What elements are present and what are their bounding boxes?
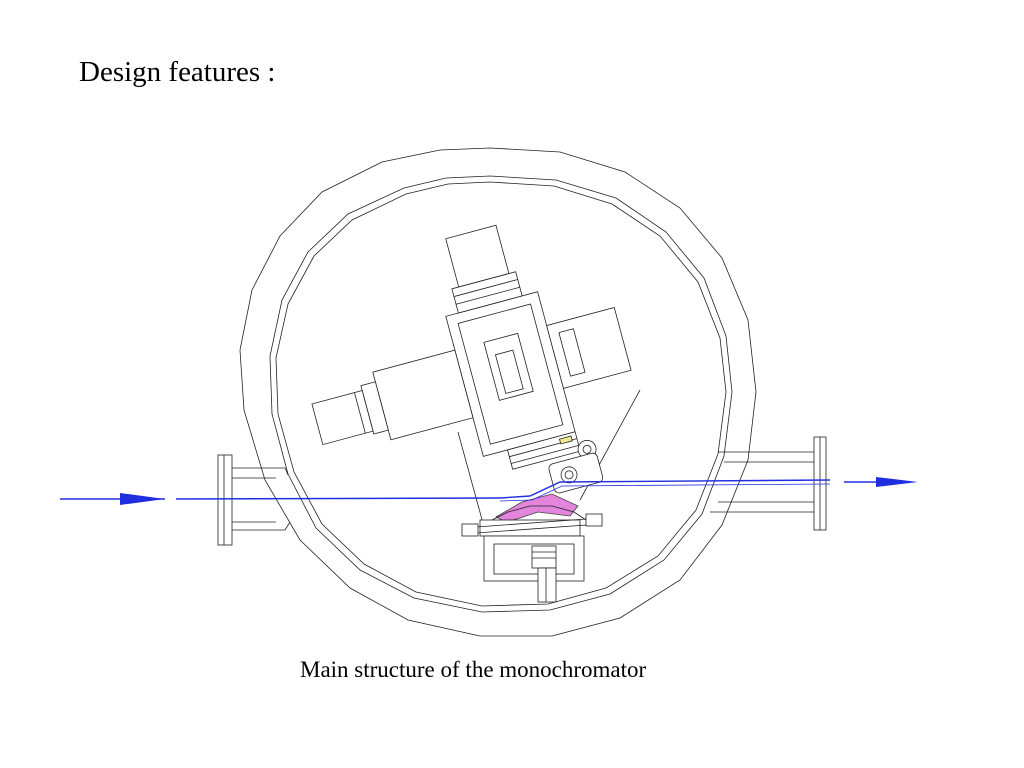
chamber-inner-wall-2 bbox=[275, 181, 727, 607]
left-arm bbox=[372, 349, 474, 441]
entrance-port bbox=[217, 454, 291, 546]
goniometer-assembly bbox=[311, 224, 632, 494]
diffracted-beam bbox=[499, 479, 831, 499]
right-arm bbox=[546, 306, 632, 389]
beam-path bbox=[60, 477, 918, 505]
chamber-outer-wall bbox=[239, 147, 757, 637]
slide-title: Design features : bbox=[79, 56, 276, 88]
chamber-inner-wall bbox=[269, 175, 733, 613]
exit-beam-arrow bbox=[876, 477, 918, 487]
left-motor bbox=[311, 390, 374, 446]
figure-caption: Main structure of the monochromator bbox=[300, 657, 647, 682]
incident-beam-arrow bbox=[120, 493, 165, 505]
exit-port bbox=[710, 436, 827, 531]
entrance-flange bbox=[217, 454, 233, 546]
lower-mount bbox=[461, 513, 603, 603]
incident-beam bbox=[175, 497, 501, 500]
crystal bbox=[495, 493, 579, 523]
vacuum-chamber bbox=[239, 147, 757, 637]
